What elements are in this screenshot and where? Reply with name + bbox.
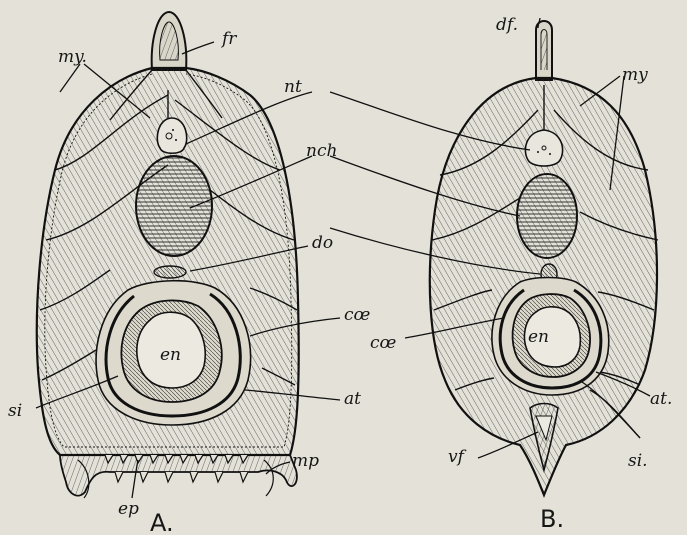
label-a-nch: nch [306,141,337,161]
label-b-my: my [622,65,648,85]
label-a-en: en [160,345,181,365]
nerve-tube-b [525,130,562,166]
label-b-at: at. [650,389,672,409]
label-a-mp: mp [292,451,319,471]
label-a-do: do [312,233,333,253]
label-a-coe: cœ [344,305,371,325]
notochord-a [136,156,212,256]
label-b-df: df. [496,15,518,35]
dorsal-aorta-a [154,266,186,278]
label-a-my: my. [58,47,87,67]
label-a-si: si [8,401,22,421]
label-b-nch: en [528,327,549,347]
label-b-si: si. [628,451,648,471]
label-a-fr: fr [220,29,237,49]
label-a-ep: ep [118,499,139,519]
notochord-b [517,174,577,258]
caption-b: B. [540,505,564,533]
label-b-vf: vf [448,447,467,467]
label-a-nt: nt [284,77,302,97]
label-a-at: at [344,389,361,409]
caption-a: A. [150,509,174,535]
label-b-coe: cœ [370,333,397,353]
